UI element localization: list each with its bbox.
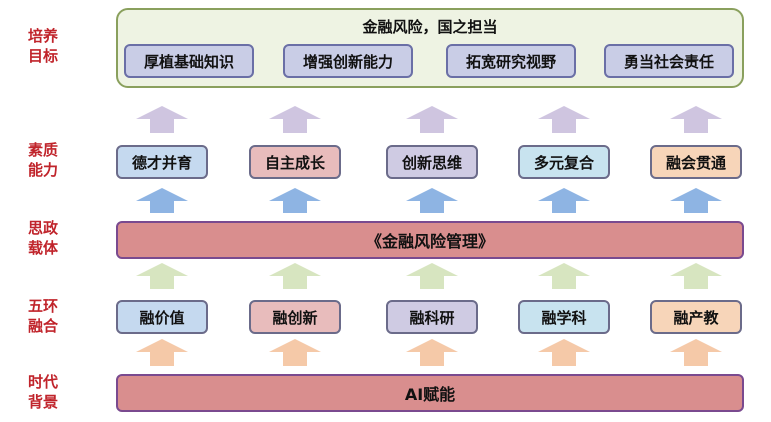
arrow-to-fusion-5	[670, 339, 722, 366]
goal-box-2: 增强创新能力	[283, 44, 413, 78]
arrow-to-abilities-3	[406, 188, 458, 213]
arrow-to-goals-5	[670, 106, 722, 133]
side-label-carrier: 思政 载体	[27, 219, 58, 257]
arrow-to-goals-1	[136, 106, 188, 133]
arrow-to-abilities-5	[670, 188, 722, 213]
carrier-bar: 《金融风险管理》	[116, 221, 744, 259]
arrow-to-carrier-4	[538, 263, 590, 289]
arrow-to-goals-4	[538, 106, 590, 133]
fusion-box-4: 融学科	[518, 300, 610, 334]
ability-box-2: 自主成长	[249, 145, 341, 179]
arrow-to-goals-2	[269, 106, 321, 133]
goal-box-4: 勇当社会责任	[604, 44, 734, 78]
goal-box-3: 拓宽研究视野	[446, 44, 576, 78]
side-label-goals: 培养 目标	[27, 27, 58, 65]
goals-title: 金融风险，国之担当	[362, 18, 498, 36]
arrow-to-fusion-1	[136, 339, 188, 366]
arrow-to-goals-3	[406, 106, 458, 133]
arrow-to-carrier-1	[136, 263, 188, 289]
arrow-to-fusion-4	[538, 339, 590, 366]
arrow-to-fusion-2	[269, 339, 321, 366]
ability-box-5: 融会贯通	[650, 145, 742, 179]
background-bar: AI赋能	[116, 374, 744, 412]
ability-box-4: 多元复合	[518, 145, 610, 179]
arrow-to-carrier-5	[670, 263, 722, 289]
arrow-to-abilities-1	[136, 188, 188, 213]
arrows-to-goals	[136, 106, 722, 133]
side-label-background: 时代 背景	[27, 373, 58, 411]
arrows-to-fusion	[136, 339, 722, 366]
fusion-box-3: 融科研	[386, 300, 478, 334]
fusion-box-2: 融创新	[249, 300, 341, 334]
ability-box-3: 创新思维	[386, 145, 478, 179]
arrow-to-abilities-2	[269, 188, 321, 213]
side-label-abilities: 素质 能力	[27, 141, 58, 179]
fusion-box-1: 融价值	[116, 300, 208, 334]
arrow-to-abilities-4	[538, 188, 590, 213]
ability-box-1: 德才并育	[116, 145, 208, 179]
arrows-to-abilities	[136, 188, 722, 213]
fusion-box-5: 融产教	[650, 300, 742, 334]
arrow-to-carrier-2	[269, 263, 321, 289]
arrow-to-fusion-3	[406, 339, 458, 366]
goal-box-1: 厚植基础知识	[124, 44, 254, 78]
arrow-to-carrier-3	[406, 263, 458, 289]
arrows-to-carrier	[136, 263, 722, 289]
side-label-fusion: 五环 融合	[27, 297, 58, 335]
